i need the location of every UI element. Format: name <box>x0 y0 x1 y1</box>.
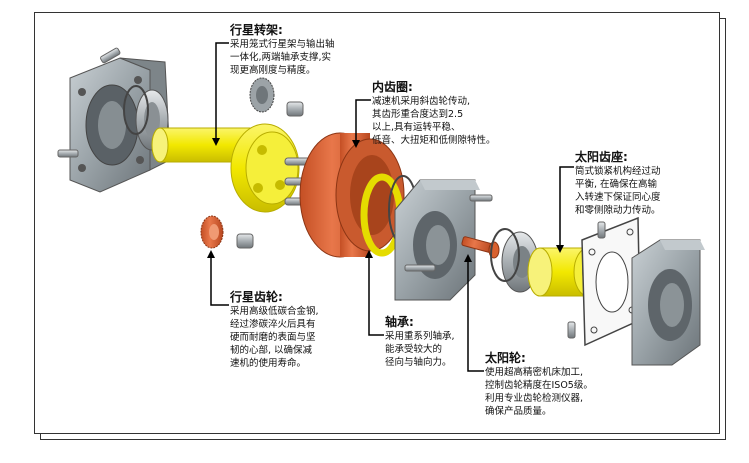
note-ring-gear: 内齿圈: 减速机采用斜齿轮传动, 其齿形重合度达到2.5 以上,具有运转平稳、 … <box>372 80 496 147</box>
note-line: 硬而耐磨的表面与坚 <box>230 332 316 343</box>
leader-arrows <box>207 138 564 262</box>
middle-housing <box>394 179 493 301</box>
note-line: 韧的心部, 以确保减 <box>230 345 313 356</box>
note-bearing: 轴承: 采用重系列轴承, 能承受较大的 径向与轴向力。 <box>385 315 455 369</box>
planet-carrier <box>151 123 300 213</box>
note-line: 确保产品质量。 <box>485 406 552 417</box>
flange-bolts <box>57 47 121 158</box>
note-sun-gear-seat-title: 太阳齿座: <box>575 150 628 164</box>
note-line: 入转速下保证同心度 <box>575 192 661 203</box>
note-line: 以上,具有运转平稳、 <box>372 122 461 133</box>
pin-lower <box>236 233 254 249</box>
note-planet-carrier-title: 行星转架: <box>230 23 283 37</box>
note-line: 平衡, 在确保在高输 <box>575 179 658 190</box>
note-line: 经过渗碳淬火后具有 <box>230 319 316 330</box>
small-gear <box>249 77 275 113</box>
note-line: 一体化,两端轴承支撑,实 <box>230 52 332 63</box>
note-planet-gear-title: 行星齿轮: <box>230 290 283 304</box>
note-line: 和零侧隙动力传动。 <box>575 205 661 216</box>
note-planet-gear: 行星齿轮: 采用高级低碳合金钢, 经过渗碳淬火后具有 硬而耐磨的表面与坚 韧的心… <box>230 290 319 370</box>
note-ring-gear-title: 内齿圈: <box>372 80 413 94</box>
gasket-plate <box>581 216 641 347</box>
note-sun-gear-title: 太阳轮: <box>485 351 526 365</box>
note-line: 利用专业齿轮检测仪器, <box>485 393 584 404</box>
note-line: 速机的使用寿命。 <box>230 358 307 369</box>
leader-lines <box>210 42 574 372</box>
note-bearing-title: 轴承: <box>385 315 414 329</box>
note-line: 使用超高精密机床加工, <box>485 367 584 378</box>
planet-gear <box>200 215 224 249</box>
note-line: 控制齿轮精度在ISO5级。 <box>485 380 593 391</box>
note-line: 径向与轴向力。 <box>385 357 452 368</box>
note-line: 采用重系列轴承, <box>385 331 455 342</box>
note-planet-carrier: 行星转架: 采用笼式行星架与输出轴 一体化,两端轴承支撑,实 现更高刚度与精度。 <box>230 23 335 77</box>
note-line: 低音、大扭矩和低侧隙特性。 <box>372 135 496 146</box>
seat-bolt-lower <box>567 321 576 339</box>
seat-bolt <box>597 221 606 239</box>
input-flange <box>631 239 705 366</box>
note-sun-gear: 太阳轮: 使用超高精密机床加工, 控制齿轮精度在ISO5级。 利用专业齿轮检测仪… <box>485 351 593 418</box>
note-line: 现更高刚度与精度。 <box>230 65 316 76</box>
note-line: 采用高级低碳合金钢, <box>230 306 319 317</box>
note-sun-gear-seat: 太阳齿座: 筒式锁紧机构经过动 平衡, 在确保在高输 入转速下保证同心度 和零侧… <box>575 150 661 217</box>
ring-gear <box>299 132 405 258</box>
note-line: 采用笼式行星架与输出轴 <box>230 39 335 50</box>
note-line: 减速机采用斜齿轮传动, <box>372 96 471 107</box>
pin-top <box>286 101 304 117</box>
note-line: 筒式锁紧机构经过动 <box>575 166 661 177</box>
note-line: 能承受较大的 <box>385 344 443 355</box>
note-line: 其齿形重合度达到2.5 <box>372 109 464 120</box>
